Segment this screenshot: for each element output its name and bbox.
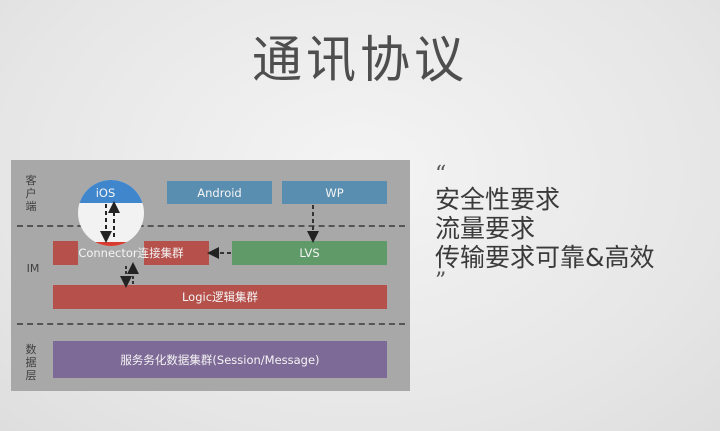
connector-label: Connector连接集群 [78,246,184,260]
quote-line-transmission: 传输要求可靠&高效 [435,243,655,272]
service-data-label: 服务务化数据集群(Session/Message) [120,352,320,367]
lvs-label: LVS [299,246,320,260]
highlight-connector-segment [78,242,144,246]
layer-label-client: 客户端 [24,174,38,213]
service-data-box: 服务务化数据集群(Session/Message) [53,341,387,378]
separator-top [17,225,405,227]
highlight-ios-segment [78,180,144,203]
wp-label: WP [325,185,344,200]
logic-label: Logic逻辑集群 [181,290,259,304]
layer-label-data: 数据层 [24,343,38,382]
android-box: Android [167,181,272,204]
connector-box: Connector连接集群 [53,241,209,265]
wp-box: WP [282,181,387,204]
open-quote-mark: “ [435,162,447,187]
requirements-quote: “ 安全性要求 流量要求 传输要求可靠&高效 ” [435,162,655,294]
ios-box: iOS [53,181,158,204]
logic-box: Logic逻辑集群 [53,285,387,309]
separator-bottom [17,323,405,325]
layer-label-im-text: IM [26,262,40,275]
slide-title: 通讯协议 [252,31,468,89]
layer-label-client-text: 客户端 [25,174,37,213]
lvs-box: LVS [232,241,387,265]
layer-label-im: IM [23,262,43,275]
ios-label: iOS [95,185,116,200]
connector-box-fill-left [53,241,78,265]
quote-line-security: 安全性要求 [435,185,561,214]
layer-label-data-text: 数据层 [25,343,37,382]
quote-line-traffic: 流量要求 [435,214,536,243]
connector-box-fill [144,241,209,265]
close-quote-mark: ” [435,269,447,294]
android-label: Android [197,185,242,200]
